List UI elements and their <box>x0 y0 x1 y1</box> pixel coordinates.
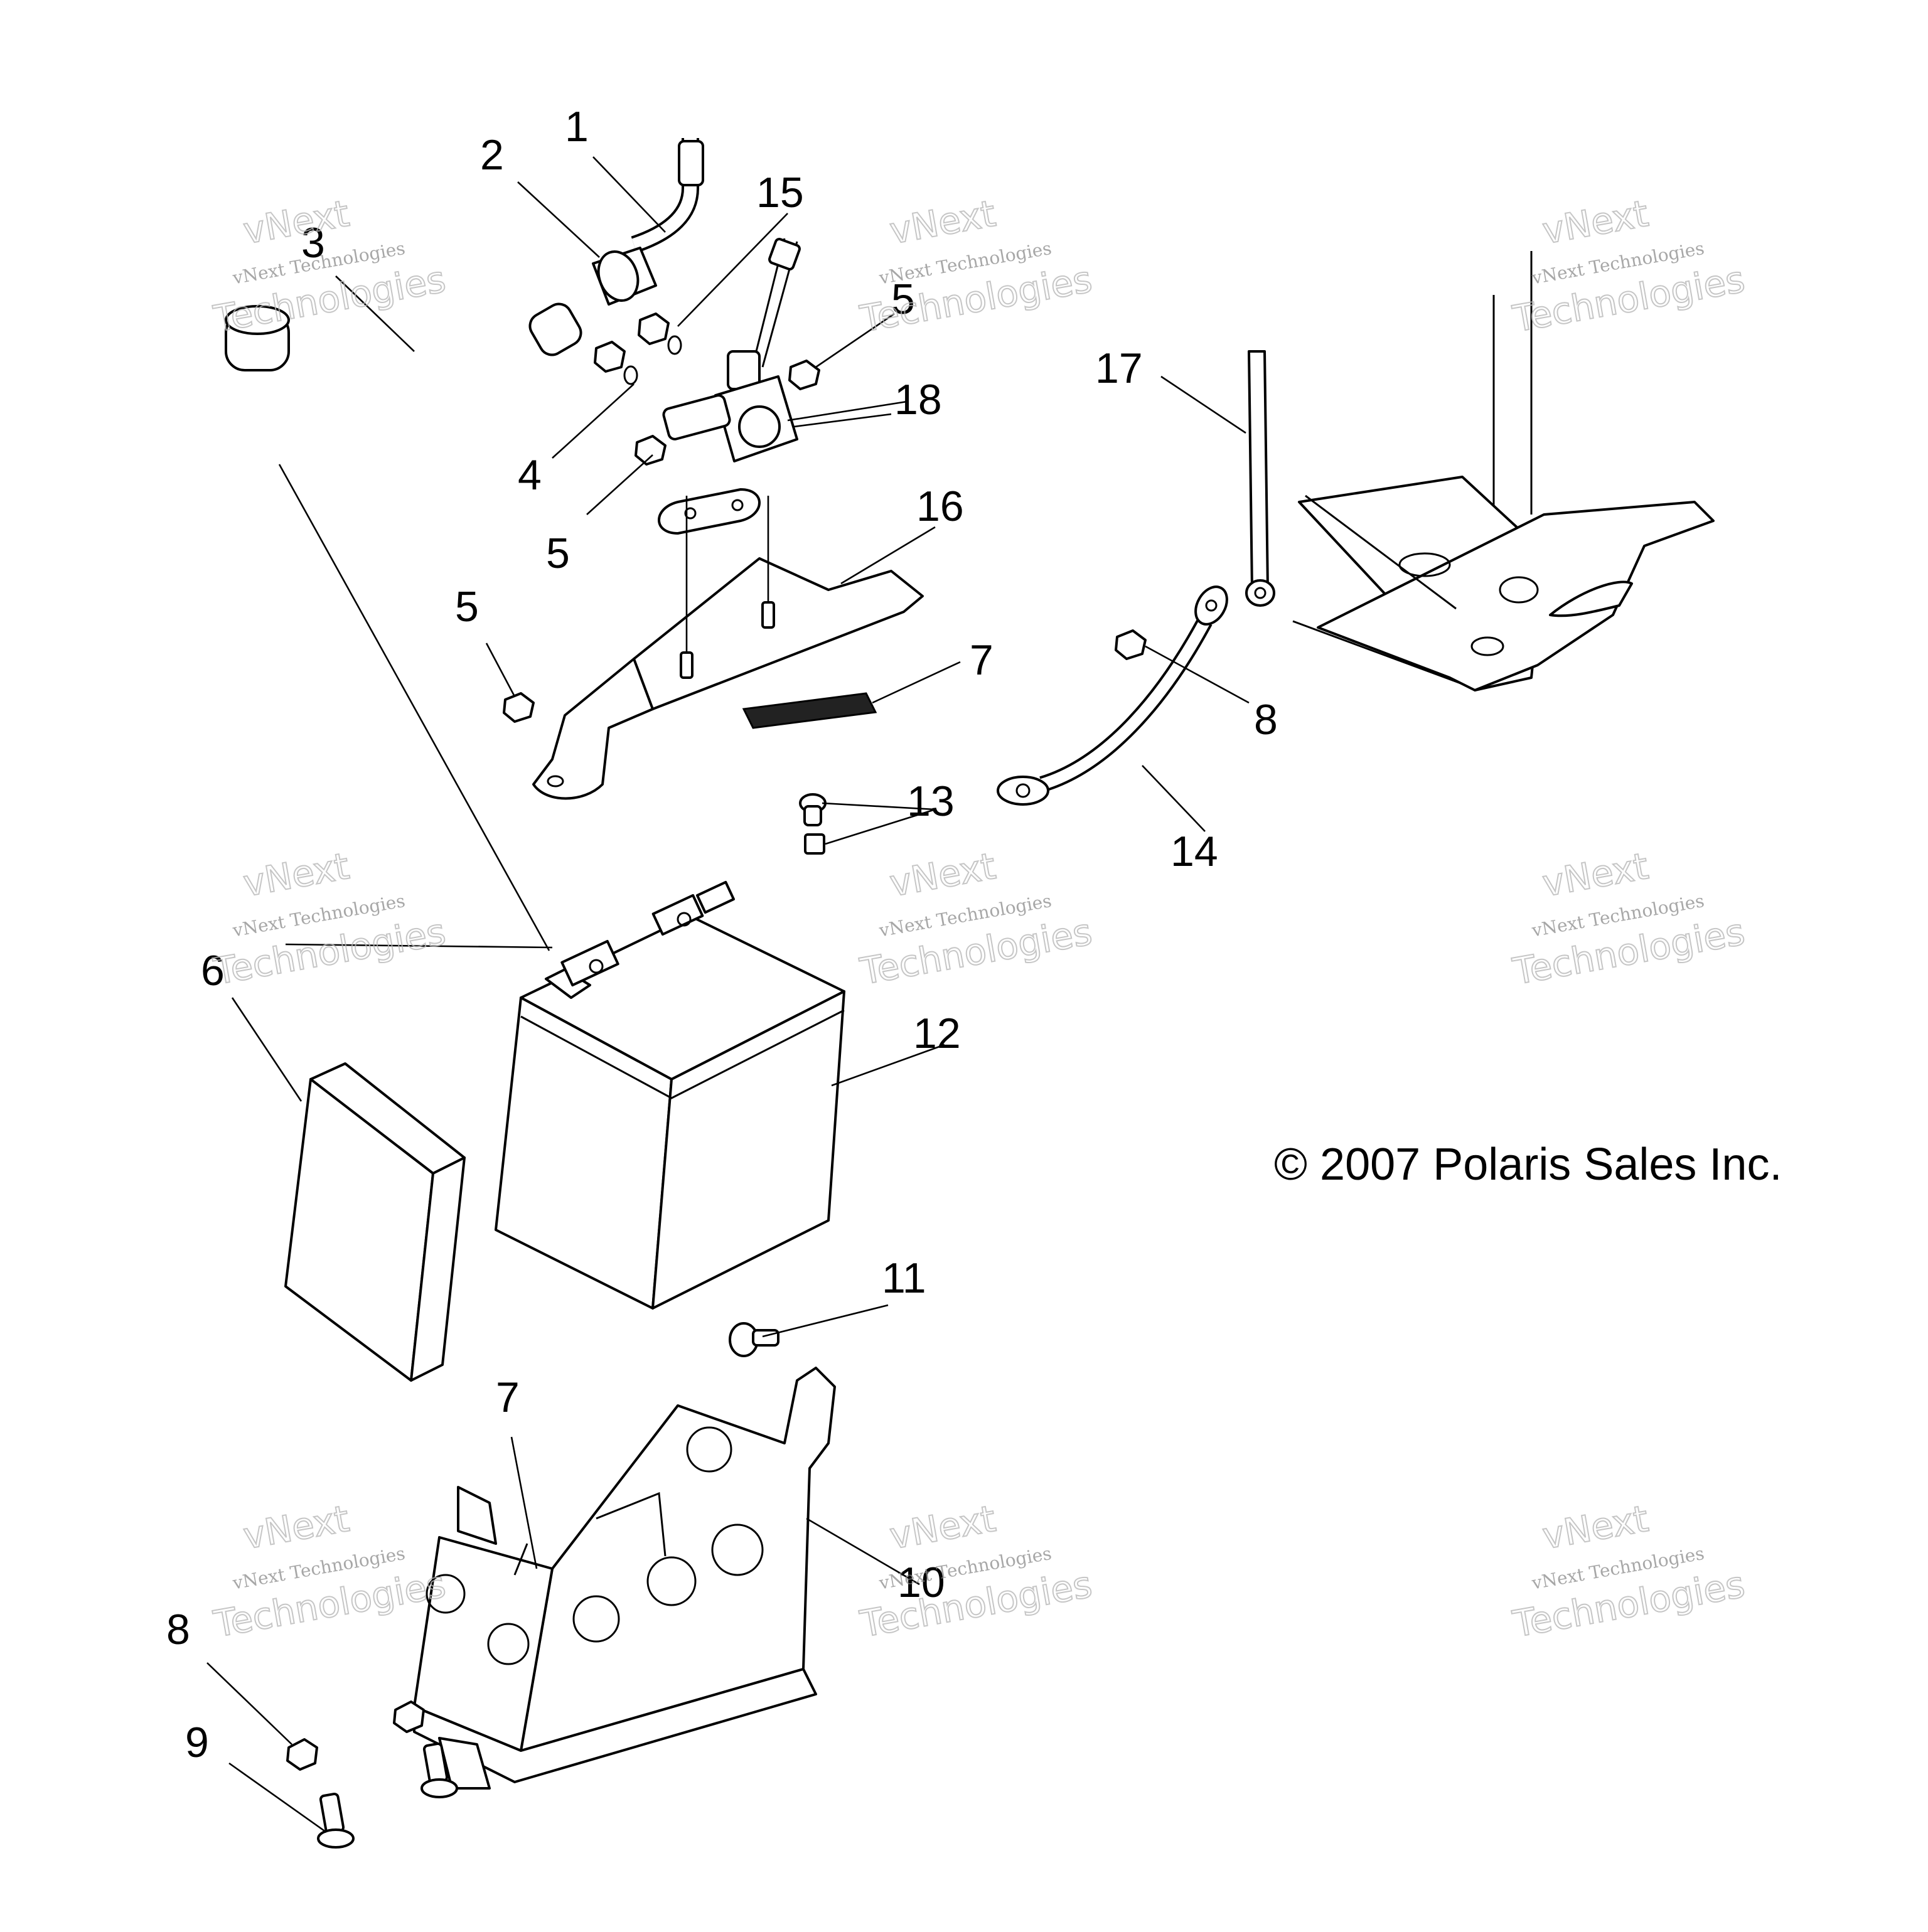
label-8-bottom: 8 <box>166 1606 190 1653</box>
label-4: 4 <box>518 451 542 499</box>
nut-part-5-mid <box>635 435 667 466</box>
svg-text:vNext: vNext <box>887 1497 999 1557</box>
label-5-mid: 5 <box>546 530 570 577</box>
terminal-boot-part-2 <box>592 247 657 306</box>
svg-text:vNext: vNext <box>1540 192 1652 252</box>
nut-part-5-top <box>788 360 820 390</box>
screw-part-13 <box>799 793 827 855</box>
pad-part-7-bottom <box>513 1543 528 1576</box>
watermarks: vNext vNext Technologies Technologies vN… <box>210 191 1749 1646</box>
svg-text:vNext: vNext <box>887 192 999 252</box>
leader-lines <box>206 156 1250 1833</box>
pad-part-7-top <box>742 692 877 729</box>
nut-part-5-left <box>503 692 535 723</box>
label-18: 18 <box>894 376 942 424</box>
label-6: 6 <box>201 947 225 995</box>
label-3: 3 <box>301 219 325 267</box>
svg-text:vNext: vNext <box>1540 845 1652 905</box>
label-12: 12 <box>913 1010 961 1057</box>
copyright-notice: © 2007 Polaris Sales Inc. <box>1274 1139 1782 1190</box>
ground-cable-part-14 <box>997 585 1228 806</box>
label-1: 1 <box>565 103 589 151</box>
frame-section <box>1292 251 1715 691</box>
svg-text:vNext: vNext <box>887 845 999 905</box>
solenoid-part-18 <box>658 238 801 535</box>
pad-part-6 <box>284 1062 466 1382</box>
bracket-part-16 <box>532 496 924 800</box>
bolt-part-9 <box>317 1742 458 1849</box>
svg-text:vNext: vNext <box>240 1497 353 1557</box>
label-16: 16 <box>916 483 964 530</box>
label-13: 13 <box>907 777 955 825</box>
svg-text:vNext: vNext <box>240 845 353 905</box>
label-11: 11 <box>882 1254 926 1302</box>
nut-washer-part-15 <box>638 312 682 355</box>
nut-washer-part-4 <box>594 341 638 385</box>
label-5-left: 5 <box>455 583 479 631</box>
label-2: 2 <box>480 131 504 179</box>
svg-text:vNext: vNext <box>1540 1497 1652 1557</box>
label-14: 14 <box>1170 828 1218 875</box>
battery-box-part-10 <box>413 1367 836 1790</box>
post-part-17 <box>1245 350 1275 607</box>
svg-text:vNext: vNext <box>240 192 353 252</box>
callout-labels: 1 2 3 15 5 18 4 5 16 5 7 13 14 8 17 6 12… <box>166 103 1278 1766</box>
battery-cable-part-3 <box>225 302 582 371</box>
label-9: 9 <box>185 1719 209 1766</box>
nut-part-8-top <box>1115 629 1147 660</box>
label-17: 17 <box>1095 344 1143 392</box>
label-15: 15 <box>756 169 804 216</box>
battery-part-12 <box>495 880 845 1310</box>
label-5-top: 5 <box>891 275 915 323</box>
label-8-top: 8 <box>1254 696 1278 744</box>
screw-part-11 <box>729 1322 779 1357</box>
positive-cable-part-1 <box>631 138 704 254</box>
label-7-bottom: 7 <box>496 1374 520 1421</box>
nut-part-8-bottom <box>286 1700 425 1771</box>
label-7-top: 7 <box>970 636 993 684</box>
label-10: 10 <box>897 1559 945 1606</box>
